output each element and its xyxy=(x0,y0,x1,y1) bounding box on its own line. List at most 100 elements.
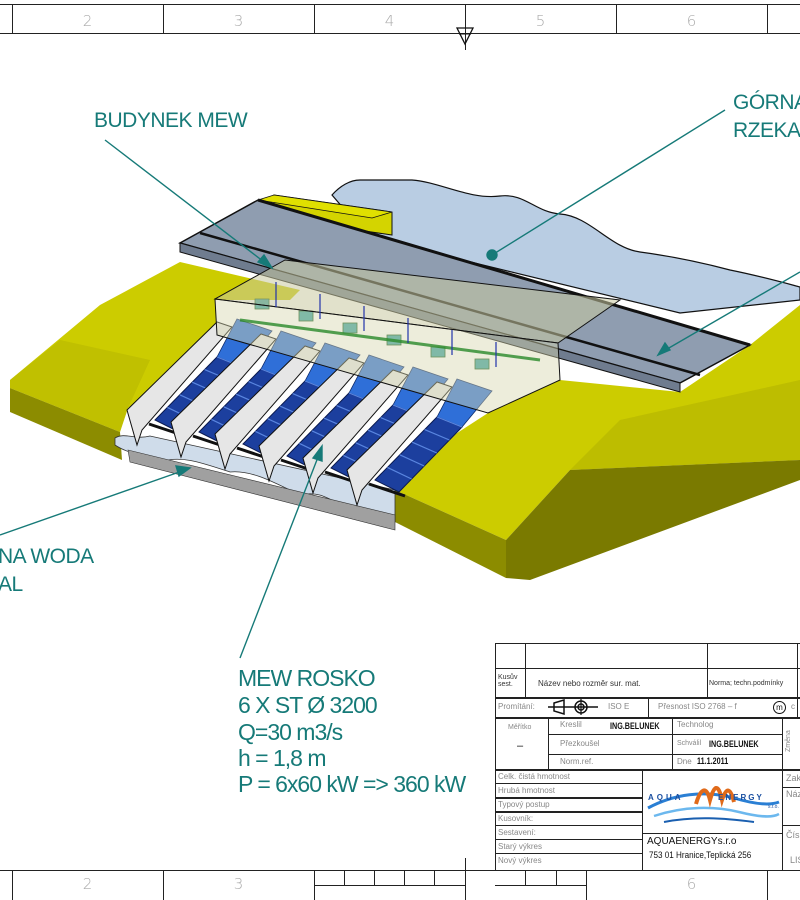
frame-number: 5 xyxy=(535,12,546,30)
iso-e: ISO E xyxy=(608,702,630,711)
logo-text-aqua: AQUA xyxy=(648,793,684,802)
frame-divider xyxy=(525,870,526,885)
label-budynek-mew: BUDYNEK MEW xyxy=(94,109,248,132)
right-row: Zak xyxy=(786,773,800,783)
frame-divider xyxy=(465,858,466,900)
label-gorna: GÓRNA xyxy=(733,91,800,114)
frame-bottom-subline xyxy=(495,885,586,886)
logo-text-sro: s.r.o. xyxy=(768,804,779,810)
label-dolna-woda: NA WODA xyxy=(0,545,94,568)
right-row: Čís xyxy=(786,830,800,840)
screw-blade xyxy=(411,441,438,454)
company-name: AQUAENERGYs.r.o xyxy=(647,836,737,847)
channel-wall xyxy=(170,333,277,459)
arrow-icon xyxy=(256,253,274,270)
spec-power: P = 6x60 kW => 360 kW xyxy=(238,771,466,797)
channel-wall xyxy=(258,357,365,483)
frame-divider xyxy=(314,870,315,900)
frame-top-line-inner xyxy=(0,33,800,34)
centering-mark-icon xyxy=(455,27,475,46)
frame-divider xyxy=(314,4,315,33)
screw-blade xyxy=(436,416,463,428)
technolog-label: Technolog xyxy=(677,720,714,729)
right-row: Náz xyxy=(786,789,800,799)
turbine-base xyxy=(368,482,406,498)
leader-line-budynek xyxy=(104,139,269,266)
frame-bottom-subline xyxy=(314,885,465,886)
schvalil-value: ING.BELUNEK xyxy=(709,739,759,749)
kreslil-label: Kreslil xyxy=(560,720,582,729)
kreslil-value: ING.BELUNEK xyxy=(610,721,660,731)
presnost-m: m xyxy=(773,701,786,714)
row-kusovnik: Kusovník: xyxy=(498,814,534,823)
arrow-icon xyxy=(656,341,672,357)
frame-number: 4 xyxy=(384,12,395,30)
frame-divider xyxy=(404,870,405,885)
frame-divider xyxy=(767,4,768,33)
frame-divider xyxy=(344,870,345,885)
right-bank-face xyxy=(506,460,800,580)
spec-turbines: 6 X ST Ø 3200 xyxy=(238,692,378,718)
aquaenergy-logo: AQUA ENERGY s.r.o. xyxy=(644,772,781,830)
leader-line-mew xyxy=(239,451,321,659)
left-bank-slope xyxy=(10,340,150,432)
right-row: LIS xyxy=(790,855,800,865)
label-kanal: AL xyxy=(0,573,23,596)
upstream-water xyxy=(331,179,800,314)
company-address: 753 01 Hranice,Teplická 256 xyxy=(649,850,752,860)
frame-number: 2 xyxy=(82,12,93,30)
arrow-icon xyxy=(311,443,323,462)
leader-line-gorna xyxy=(491,109,726,256)
zmena-label: Změna xyxy=(785,730,792,752)
presnost-label: Přesnost ISO 2768 – f xyxy=(658,702,737,711)
row-typovy-postup: Typový postup xyxy=(498,800,550,809)
frame-number: 3 xyxy=(233,12,244,30)
frame-divider xyxy=(556,870,557,885)
channel-wall xyxy=(126,321,233,447)
frame-divider xyxy=(12,4,13,33)
generator xyxy=(342,322,358,334)
kusov-header: Kusův sest. xyxy=(498,674,518,688)
leader-line-dolna xyxy=(0,469,186,536)
frame-divider xyxy=(374,870,375,885)
screw-blade xyxy=(424,429,450,441)
logo-text-energy: ENERGY xyxy=(718,793,764,802)
frame-divider xyxy=(163,870,164,900)
dot-icon xyxy=(486,249,498,261)
frame-number: 6 xyxy=(686,12,697,30)
frame-divider xyxy=(12,870,13,900)
channel-wall xyxy=(302,369,409,495)
row-stary-vykres: Starý výkres xyxy=(498,842,543,851)
projection-symbol-icon xyxy=(548,698,598,716)
frame-number: 2 xyxy=(82,875,93,893)
intake-block-top xyxy=(257,194,393,219)
tailrace-floor xyxy=(127,449,396,531)
generator xyxy=(474,358,490,370)
spec-head: h = 1,8 m xyxy=(238,745,327,771)
spec-flow: Q=30 m3/s xyxy=(238,719,343,745)
row-celk-hmotnost: Celk. čistá hmotnost xyxy=(498,772,571,781)
row-novy-vykres: Nový výkres xyxy=(498,856,542,865)
frame-number: 6 xyxy=(686,875,697,893)
frame-divider xyxy=(586,870,587,900)
wave-logo-icon xyxy=(647,786,780,823)
frame-divider xyxy=(434,870,435,885)
meritko-label: Měřítko xyxy=(508,724,532,731)
spec-title: MEW ROSKO xyxy=(238,665,376,691)
right-bank xyxy=(395,305,800,540)
frame-bottom-line xyxy=(0,870,800,871)
frame-number: 3 xyxy=(233,875,244,893)
frame-divider xyxy=(616,4,617,33)
promitani-label: Promítání: xyxy=(498,702,535,711)
label-rzeka: RZEKA xyxy=(733,119,800,142)
frame-top-line xyxy=(0,4,800,5)
normref-label: Norm.ref. xyxy=(560,757,594,766)
presnost-c: c xyxy=(791,702,795,711)
schvalil-label: Schválil xyxy=(677,740,702,747)
meritko-value: – xyxy=(517,740,524,752)
dne-label: Dne xyxy=(677,757,692,766)
frame-divider xyxy=(767,870,768,900)
row-sestaveni: Sestavení: xyxy=(498,828,536,837)
prezkousel-label: Přezkoušel xyxy=(560,739,600,748)
